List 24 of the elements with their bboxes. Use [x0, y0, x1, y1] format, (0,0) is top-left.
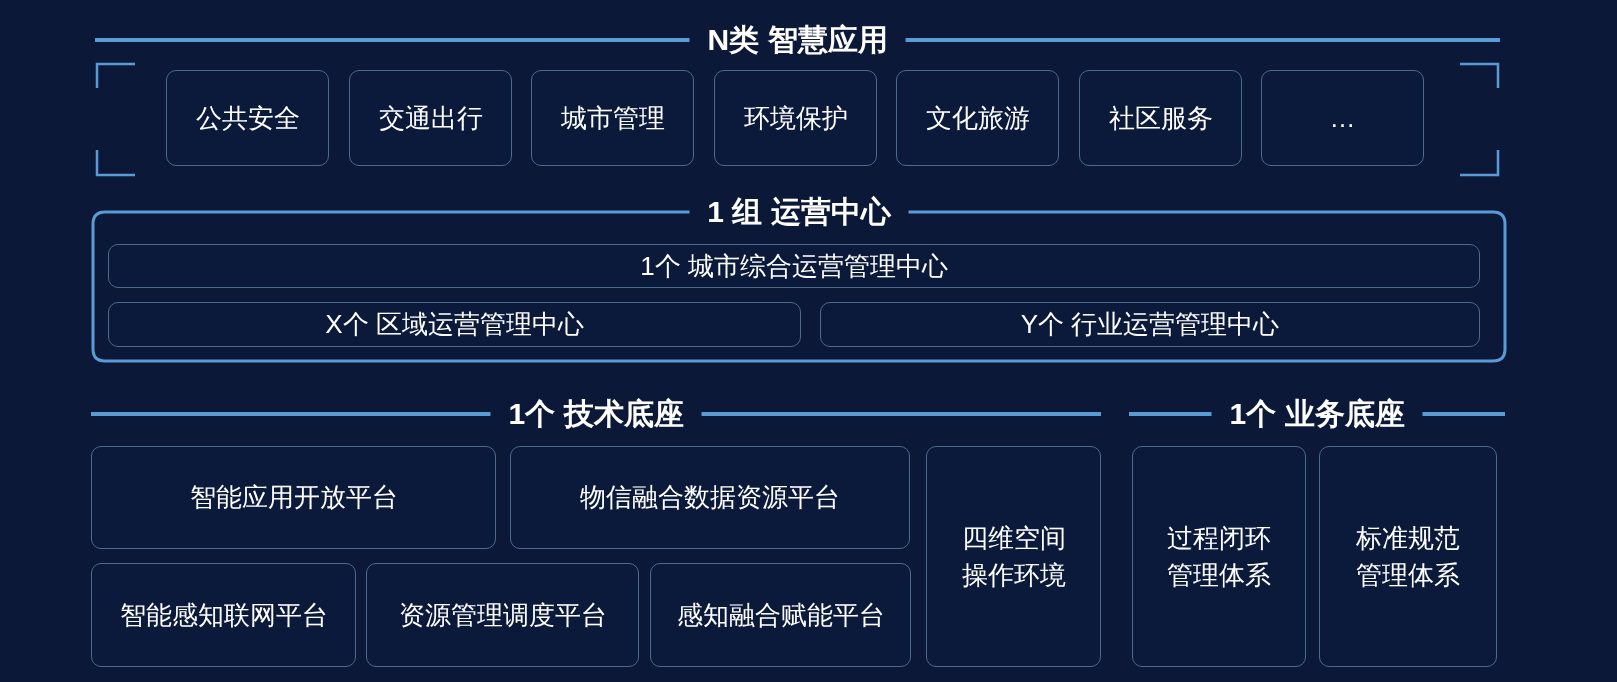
module-box: 物信融合数据资源平台 — [510, 446, 910, 549]
section-title: 1 组 运营中心 — [707, 194, 891, 230]
module-box: X个 区域运营管理中心 — [108, 302, 801, 347]
panel-frame — [91, 194, 1507, 363]
module-box: 1个 城市综合运营管理中心 — [108, 244, 1480, 288]
module-box: 标准规范管理体系 — [1319, 446, 1497, 667]
module-box: Y个 行业运营管理中心 — [820, 302, 1480, 347]
section-title: 1个 业务底座 — [1229, 396, 1405, 432]
module-box: 环境保护 — [714, 70, 877, 166]
module-box: 城市管理 — [531, 70, 694, 166]
module-box: 感知融合赋能平台 — [650, 563, 911, 667]
module-box: 四维空间操作环境 — [926, 446, 1101, 667]
module-box: 智能感知联网平台 — [91, 563, 356, 667]
module-box: 智能应用开放平台 — [91, 446, 496, 549]
module-box: 交通出行 — [349, 70, 512, 166]
module-box: 过程闭环管理体系 — [1132, 446, 1306, 667]
module-box: 公共安全 — [166, 70, 329, 166]
module-box: … — [1261, 70, 1424, 166]
bracketed-panel — [95, 22, 1500, 177]
module-box: 资源管理调度平台 — [366, 563, 639, 667]
module-box: 社区服务 — [1079, 70, 1242, 166]
module-box: 文化旅游 — [896, 70, 1059, 166]
section-title: 1个 技术底座 — [508, 396, 684, 432]
section-title: N类 智慧应用 — [707, 22, 888, 58]
